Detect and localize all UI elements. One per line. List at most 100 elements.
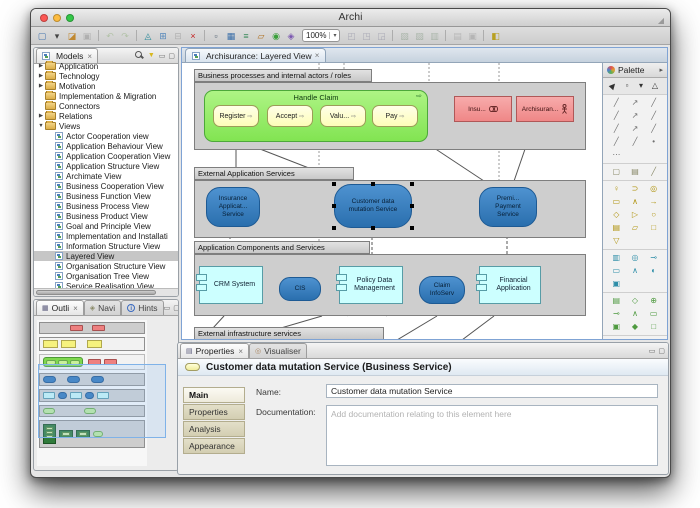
infrastructure-function-icon[interactable]: ⊕: [650, 296, 657, 305]
flow-relation-icon[interactable]: ╱: [613, 137, 619, 146]
tab-hints[interactable]: i Hints: [121, 300, 164, 315]
service-customer-data-mutation[interactable]: Customer data mutation Service: [334, 184, 412, 228]
marquee-dropdown-caret-icon[interactable]: ▾: [638, 81, 643, 90]
palette-collapse-icon[interactable]: ▸: [659, 67, 663, 74]
tree-item-implementation-and-installati[interactable]: Implementation and Installati: [34, 231, 178, 241]
business-actor-archisurance[interactable]: Archisuran...: [516, 96, 574, 122]
marquee-tool-icon[interactable]: ▫: [625, 81, 629, 90]
tree-item-business-function-view[interactable]: Business Function View: [34, 191, 178, 201]
derived-relations-button[interactable]: ◉: [272, 30, 280, 41]
console-button[interactable]: ◧: [491, 30, 500, 41]
tab-navigator[interactable]: ◈ Navi: [83, 300, 122, 315]
tree-item-service-realisation-view[interactable]: Service Realisation View: [34, 281, 178, 288]
zoom-level-select[interactable]: 100% ▾: [302, 29, 341, 42]
tree-item-organisation-structure-view[interactable]: Organisation Structure View: [34, 261, 178, 271]
node-icon[interactable]: ▣: [612, 322, 621, 331]
specialisation-relation-icon[interactable]: ╱: [613, 98, 619, 107]
business-event-icon[interactable]: ▷: [631, 210, 639, 219]
minimize-window-button[interactable]: [53, 14, 61, 22]
tree-item-application-cooperation-view[interactable]: Application Cooperation View: [34, 151, 178, 161]
tree-item-layered-view[interactable]: Layered View: [34, 251, 178, 261]
copy-button[interactable]: ⊞: [159, 30, 167, 41]
product-icon[interactable]: □: [651, 223, 657, 232]
selection-handle[interactable]: [332, 204, 336, 208]
component-policy-data-management[interactable]: Policy Data Management: [336, 266, 403, 304]
component-financial-application[interactable]: Financial Application: [476, 266, 541, 304]
tree-item-business-process-view[interactable]: Business Process View: [34, 201, 178, 211]
location-icon[interactable]: ▽: [613, 236, 620, 245]
tree-item-archimate-view[interactable]: Archimate View: [34, 171, 178, 181]
side-tab-analysis[interactable]: Analysis: [183, 421, 245, 437]
maximize-view-icon[interactable]: ▢: [173, 304, 178, 312]
business-function-icon[interactable]: ∧: [632, 197, 638, 206]
representation-icon[interactable]: ▱: [631, 223, 639, 232]
access-relation-icon[interactable]: ╱: [613, 124, 619, 133]
tree-item-motivation[interactable]: ▶Motivation: [34, 81, 178, 91]
business-role-insurer[interactable]: Insu...: [454, 96, 512, 122]
association-relation-icon[interactable]: ╱: [632, 137, 638, 146]
business-process-pay[interactable]: Pay ⇨: [372, 105, 418, 127]
font-button[interactable]: ▱: [257, 30, 265, 41]
tab-models[interactable]: Models ×: [36, 48, 99, 63]
group-external-infrastructure-header[interactable]: External infrastructure services: [194, 327, 384, 339]
business-collaboration-icon[interactable]: ◎: [650, 184, 658, 193]
tree-item-implementation-migration[interactable]: Implementation & Migration: [34, 91, 178, 101]
infrastructure-interface-icon[interactable]: ⊸: [612, 309, 620, 318]
tree-item-relations[interactable]: ▶Relations: [34, 111, 178, 121]
new-model-button[interactable]: ▢: [37, 30, 47, 41]
business-interaction-icon[interactable]: ◇: [613, 210, 620, 219]
service-insurance-application[interactable]: Insurance Applicat... Service: [206, 187, 260, 227]
selection-handle[interactable]: [410, 204, 414, 208]
preferences-button[interactable]: ◈: [287, 30, 295, 41]
maximize-view-icon[interactable]: ▢: [168, 52, 175, 60]
business-object-icon[interactable]: ▤: [612, 223, 621, 232]
composition-relation-icon[interactable]: ↗: [631, 98, 639, 107]
service-cis[interactable]: CIS: [279, 277, 321, 301]
search-icon[interactable]: [134, 51, 144, 60]
tab-properties[interactable]: ▤ Properties ×: [180, 343, 250, 358]
application-service-icon[interactable]: ▭: [612, 266, 621, 275]
documentation-textarea[interactable]: [326, 405, 658, 466]
component-crm-system[interactable]: CRM System: [196, 266, 263, 304]
business-role-icon[interactable]: ⊃: [631, 184, 639, 193]
business-service-icon[interactable]: ○: [651, 210, 657, 219]
assignment-relation-icon[interactable]: ╱: [613, 111, 619, 120]
palette-header[interactable]: Palette ▸: [603, 63, 667, 78]
minimize-view-icon[interactable]: ▭: [158, 52, 166, 60]
connection-line-icon[interactable]: ╱: [651, 167, 657, 176]
group-business-processes-header[interactable]: Business processes and internal actors /…: [194, 69, 372, 82]
business-process-icon[interactable]: →: [649, 197, 658, 206]
group-app-components-header[interactable]: Application Components and Services: [194, 241, 370, 254]
tree-item-business-product-view[interactable]: Business Product View: [34, 211, 178, 221]
title-bar[interactable]: Archi ◢: [31, 9, 670, 27]
fill-color-button[interactable]: ▦: [226, 30, 236, 41]
select-all-tool-button[interactable]: ▫: [214, 30, 218, 41]
tab-visualiser[interactable]: ◎ Visualiser: [249, 343, 307, 358]
minimize-view-icon[interactable]: ▭: [648, 347, 656, 355]
technology-function-icon[interactable]: ∧: [632, 309, 638, 318]
influence-relation-icon[interactable]: ↗: [631, 124, 639, 133]
tree-item-application-behaviour-view[interactable]: Application Behaviour View: [34, 141, 178, 151]
tree-expand-arrow[interactable]: ▼: [38, 123, 44, 129]
side-tab-appearance[interactable]: Appearance: [183, 438, 245, 454]
select-tool-icon[interactable]: ▶: [607, 80, 619, 91]
network-icon[interactable]: □: [651, 322, 657, 331]
selection-handle[interactable]: [332, 182, 336, 186]
selection-handle[interactable]: [332, 226, 336, 230]
close-icon[interactable]: ×: [238, 346, 244, 356]
outline-viewport-rect[interactable]: [38, 364, 166, 438]
infrastructure-service-icon[interactable]: ▭: [649, 309, 658, 318]
aggregation-relation-icon[interactable]: ╱: [651, 98, 657, 107]
diagram-canvas[interactable]: Business processes and internal actors /…: [182, 63, 602, 339]
application-interaction-icon[interactable]: ◐: [651, 266, 657, 275]
tree-expand-arrow[interactable]: ▶: [38, 83, 44, 89]
connection-dots-icon[interactable]: ⋯: [612, 150, 621, 159]
models-hscrollbar[interactable]: [34, 288, 178, 296]
close-icon[interactable]: ×: [314, 51, 320, 60]
magic-connector-tool-icon[interactable]: △: [651, 81, 659, 90]
system-software-icon[interactable]: ◇: [631, 296, 639, 305]
open-model-button[interactable]: ◪: [67, 30, 77, 41]
minimize-view-icon[interactable]: ▭: [163, 304, 171, 312]
selection-handle[interactable]: [410, 226, 414, 230]
magic-connector-button[interactable]: ◬: [144, 30, 152, 41]
